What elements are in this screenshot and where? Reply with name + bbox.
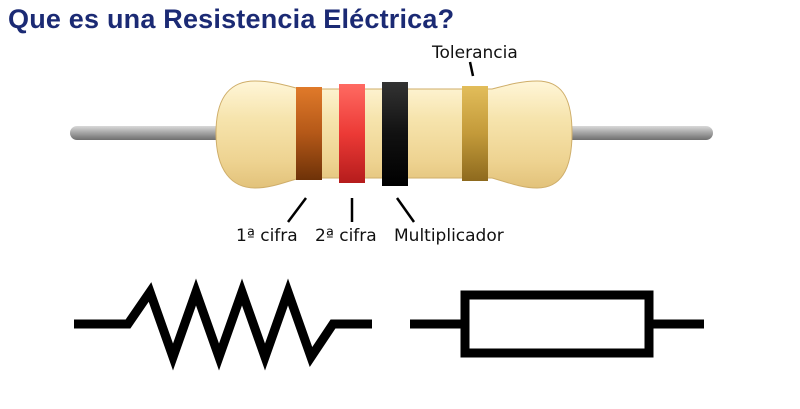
color-bands [296,82,488,186]
resistor-leads [70,126,713,140]
band-first-digit [296,87,322,180]
first-digit-label: 1ª cifra [236,226,298,246]
tolerance-label: Tolerancia [431,43,518,63]
second-digit-label: 2ª cifra [315,226,377,246]
band-tolerance [462,86,488,181]
rectangle-resistor-symbol [410,290,704,358]
page-title: Que es una Resistencia Eléctrica? [8,4,455,34]
right-lead [555,126,713,140]
left-lead [70,126,230,140]
multiplier-pointer [395,197,416,223]
zigzag-resistor-symbol [74,278,372,371]
band-second-digit [339,84,365,183]
first-digit-pointer [287,197,307,223]
multiplier-label: Multiplicador [394,226,504,246]
pointer-lines [287,61,475,223]
band-multiplier [382,82,408,186]
tolerance-pointer [468,61,475,77]
